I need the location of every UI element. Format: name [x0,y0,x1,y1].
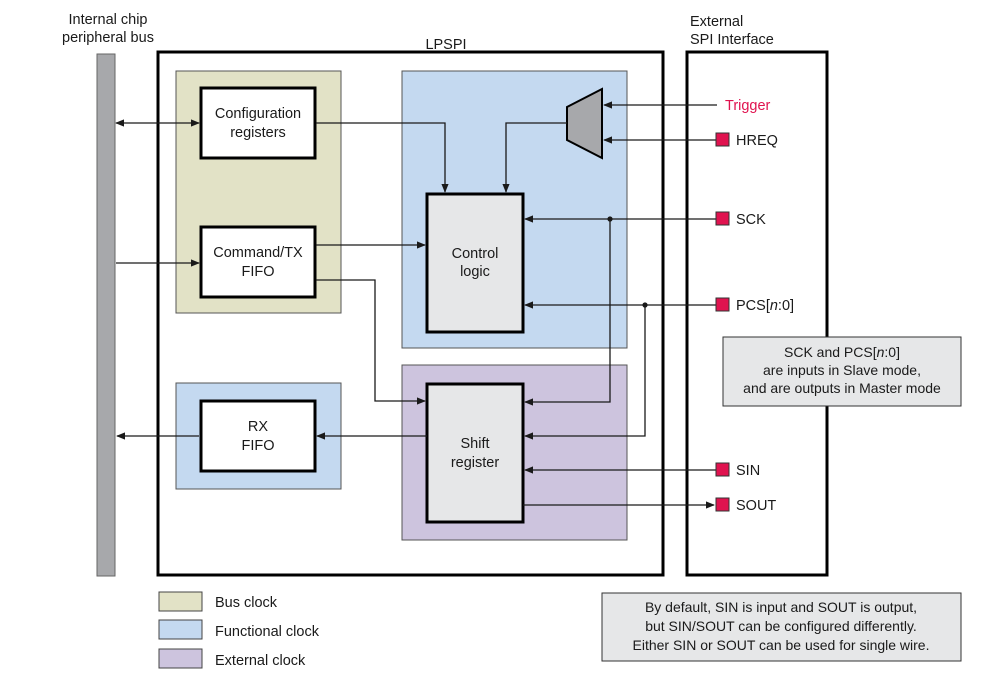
sin-sout-note-line2: but SIN/SOUT can be configured different… [645,618,917,634]
legend-label-external-clock: External clock [215,653,306,669]
shift-block-line2: register [451,455,500,471]
control-block-line2: logic [460,264,490,280]
internal-bus-bar [96,53,116,577]
trigger-label: Trigger [725,98,771,114]
cmdtx-block-line1: Command/TX [213,245,303,261]
external-label-line2: SPI Interface [690,32,774,48]
sin-pin-icon [715,462,730,477]
hreq-pin-icon [715,132,730,147]
control-logic-block [425,192,525,334]
pcs-label: PCS[n:0] [736,298,794,314]
sin-sout-note-line1: By default, SIN is input and SOUT is out… [645,599,917,615]
rx-block-line1: RX [248,419,268,435]
trigger-mux-icon [566,87,603,160]
sout-label: SOUT [736,498,776,514]
legend-swatch-bus-clock [158,591,203,612]
mux-control-link [502,122,567,193]
sin-sout-note-line3: Either SIN or SOUT can be used for singl… [633,637,930,653]
rx-fifo-block [199,399,317,473]
legend-label-bus-clock: Bus clock [215,595,278,611]
config-control-link [316,122,449,193]
sck-pcs-note-line2: are inputs in Slave mode, [763,362,921,378]
sck-label: SCK [736,212,766,228]
external-label-line1: External [690,14,743,30]
sck-pcs-note-box [722,336,962,407]
pcs-shift-link [524,305,646,440]
command-tx-fifo-block [199,225,317,299]
lpspi-label: LPSPI [425,37,466,53]
legend: Bus clock Functional clock External cloc… [158,591,320,669]
control-block-line1: Control [452,246,499,262]
sck-pin-icon [715,211,730,226]
legend-swatch-functional-clock [158,619,203,640]
cmdtx-shift-link [316,279,426,405]
shift-block-line1: Shift [460,436,489,452]
sin-sout-note-box [601,592,962,662]
legend-label-functional-clock: Functional clock [215,624,320,640]
sin-label: SIN [736,463,760,479]
cmdtx-block-line2: FIFO [241,264,274,280]
sck-pcs-note-line3: and are outputs in Master mode [743,380,941,396]
hreq-label: HREQ [736,133,778,149]
shift-register-block [425,382,525,524]
internal-bus-label-line1: Internal chip [69,12,148,28]
internal-bus-label-line2: peripheral bus [62,30,154,46]
pcs-junction-dot [642,302,648,308]
config-block-line1: Configuration [215,106,301,122]
rx-block-line2: FIFO [241,438,274,454]
sck-junction-dot [607,216,613,222]
external-spi-boundary [685,50,829,577]
lpspi-boundary [156,50,665,577]
legend-swatch-external-clock [158,648,203,669]
config-block-line2: registers [230,125,286,141]
sck-shift-link [524,219,611,406]
configuration-registers-block [199,86,317,160]
pcs-pin-icon [715,297,730,312]
sout-pin-icon [715,497,730,512]
sck-pcs-note-line1: SCK and PCS[n:0] [784,344,900,360]
